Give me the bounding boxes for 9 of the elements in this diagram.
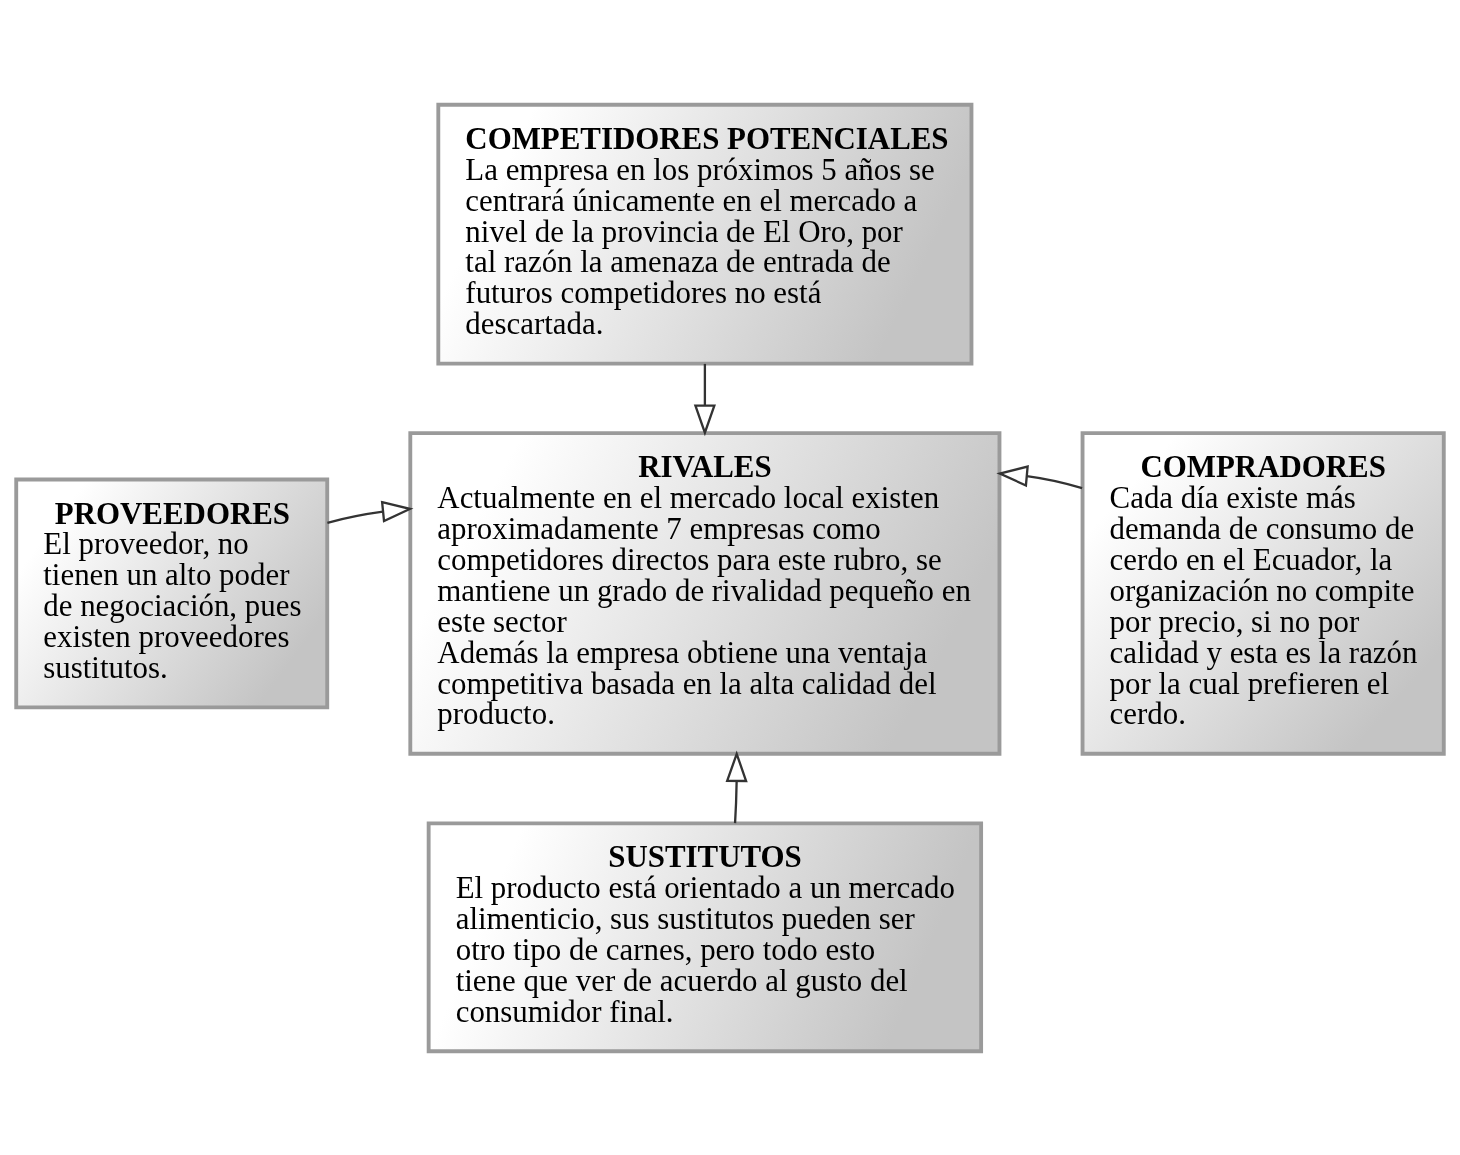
node-box: PROVEEDORES El proveedor, no tienen un alto poder de negociación, pues existen proveedores sustitutos.: [14, 477, 330, 709]
node-box: SUSTITUTOS El producto está orientado a un mercado alimenticio, sus sustitutos pueden ser otro tipo de carnes, pero todo esto tiene que ver de acuerdo al gusto del consumidor final.: [426, 820, 984, 1053]
node-box: COMPETIDORES POTENCIALES La empresa en los próximos 5 años se centrará únicamente en el mercado a nivel de la provincia de El Oro, por tal razón la amenaza de entrada de futuros competidores no está descartada.: [436, 102, 974, 365]
node-box: RIVALES Actualmente en el mercado local existen aproximadamente 7 empresas como competidores directos para este rubro, se mantiene un grado de rivalidad pequeño en este sector Además la empresa obtiene una ventaja competitiva basada en la alta calidad del producto.: [408, 430, 1002, 756]
arrow: [693, 363, 716, 436]
arrow: [996, 464, 1083, 489]
arrow: [725, 749, 748, 823]
node-box: COMPRADORES Cada día existe más demanda de consumo de cerdo en el Ecuador, la organización no compite por precio, si no por calidad y esta es la razón por la cual prefieren el cerdo.: [1080, 430, 1446, 756]
arrow: [327, 500, 414, 524]
